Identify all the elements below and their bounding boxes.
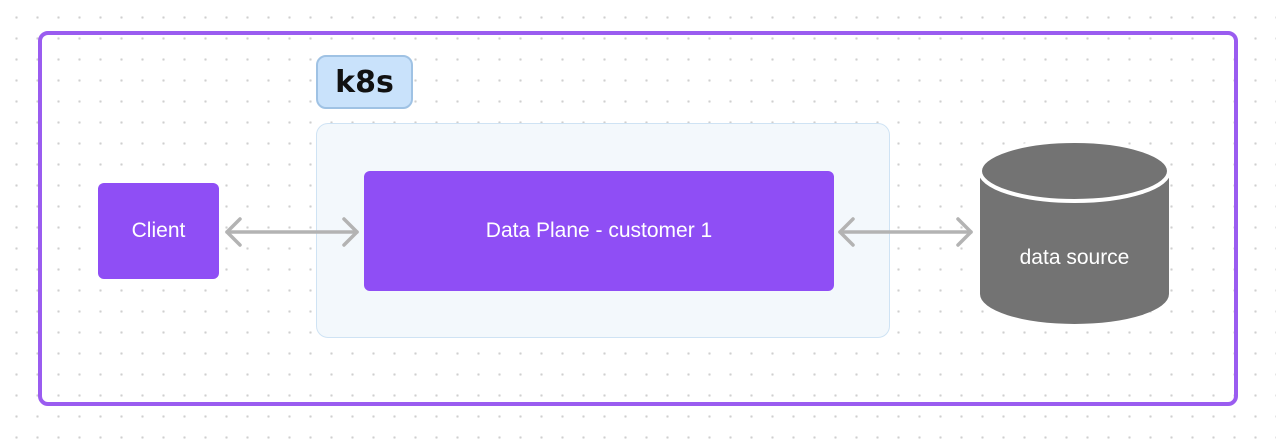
data-plane-node[interactable]: Data Plane - customer 1	[364, 171, 834, 291]
dataplane-datasource-arrow	[838, 217, 973, 247]
data-source-label: data source	[1019, 246, 1130, 269]
database-cylinder-icon	[978, 139, 1171, 324]
system-boundary-frame	[38, 31, 1238, 406]
data-plane-label: Data Plane - customer 1	[485, 219, 713, 242]
client-dataplane-arrow	[225, 217, 359, 247]
k8s-label: k8s	[316, 55, 413, 109]
client-node[interactable]: Client	[98, 183, 219, 279]
client-label: Client	[131, 219, 186, 242]
